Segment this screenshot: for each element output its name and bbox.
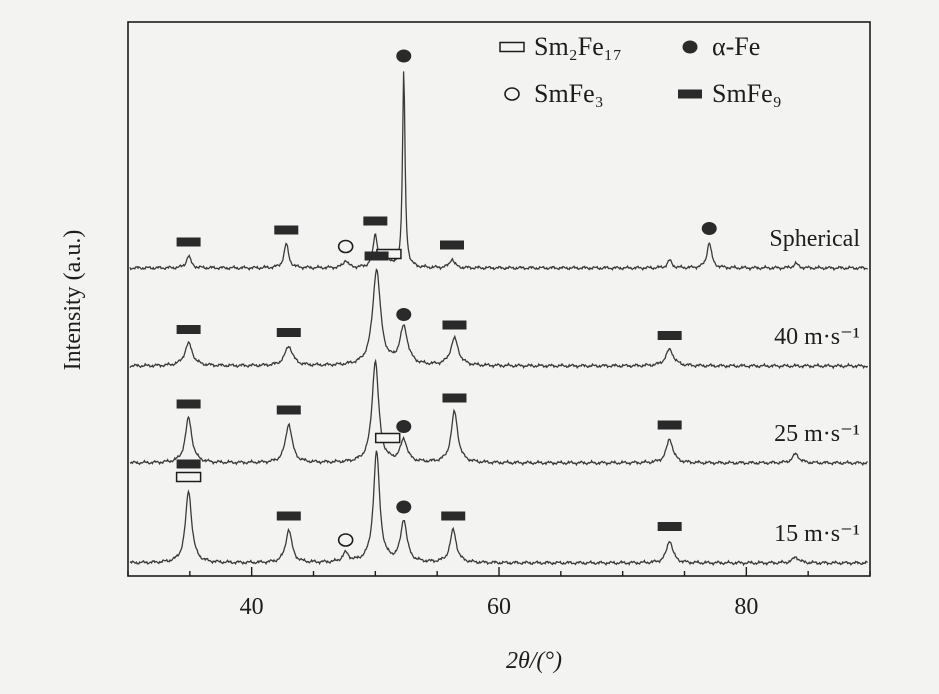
series-line	[129, 450, 868, 567]
legend-label: α-Fe	[712, 32, 760, 61]
smfe3-marker	[337, 239, 354, 254]
series-line	[129, 71, 868, 272]
smfe9-marker	[364, 251, 389, 261]
smfe9-marker	[176, 399, 201, 409]
x-axis-label: 2θ/(°)	[506, 648, 562, 674]
smfe9-marker	[657, 420, 682, 430]
smfe9-marker	[274, 225, 299, 235]
smfe9-marker	[441, 511, 466, 521]
alpha-fe-marker	[396, 420, 412, 433]
smfe9-marker	[363, 216, 388, 226]
smfe3-marker	[337, 533, 354, 547]
alpha-fe-marker	[396, 308, 412, 321]
alpha-fe-marker	[396, 500, 412, 514]
x-tick-label: 80	[734, 594, 758, 620]
sm2fe17-marker	[499, 41, 525, 53]
smfe3-marker	[504, 87, 520, 101]
smfe9-marker	[678, 89, 702, 99]
smfe9-marker	[442, 320, 467, 330]
smfe9-marker	[440, 240, 465, 250]
alpha-fe-marker	[396, 49, 412, 63]
series-label: 25 m·s⁻¹	[774, 421, 860, 447]
legend-label: Sm₂Fe₁₇	[534, 32, 622, 61]
smfe9-marker	[176, 237, 201, 247]
smfe9-marker	[442, 393, 467, 403]
smfe9-marker	[176, 459, 201, 469]
legend-label: SmFe₉	[712, 79, 782, 108]
sm2fe17-marker	[175, 471, 202, 483]
smfe9-marker	[276, 405, 301, 415]
smfe9-marker	[276, 511, 301, 521]
x-tick-label: 40	[240, 594, 264, 620]
smfe9-marker	[276, 328, 301, 337]
legend-label: SmFe₃	[534, 79, 604, 108]
x-tick-label: 60	[487, 594, 511, 620]
smfe9-marker	[657, 522, 682, 531]
alpha-fe-marker	[682, 40, 698, 54]
series-label: 40 m·s⁻¹	[774, 324, 860, 350]
alpha-fe-marker	[701, 222, 717, 235]
smfe9-marker	[176, 325, 201, 334]
series-line	[129, 358, 868, 467]
series-label: 15 m·s⁻¹	[774, 521, 860, 547]
y-axis-label: Intensity (a.u.)	[60, 230, 86, 371]
series-label: Spherical	[769, 226, 860, 252]
series-line	[129, 268, 869, 370]
sm2fe17-marker	[374, 432, 401, 444]
smfe9-marker	[657, 331, 682, 340]
